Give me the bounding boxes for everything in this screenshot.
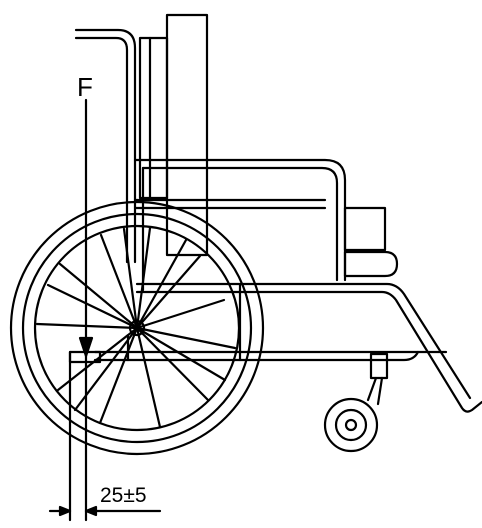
- caster-wheel: [323, 352, 389, 453]
- seat-frame: [135, 282, 472, 400]
- force-label: F: [77, 72, 93, 102]
- seat-cushion: [343, 206, 399, 278]
- contact-block: [68, 334, 130, 364]
- armrest: [133, 158, 347, 282]
- drive-wheel: [9, 200, 265, 456]
- push-handle: [74, 36, 129, 264]
- dimension-lines: [48, 350, 162, 522]
- dimension-label: 25±5: [100, 484, 147, 507]
- backrest: [138, 13, 209, 257]
- force-arrow: [78, 98, 94, 358]
